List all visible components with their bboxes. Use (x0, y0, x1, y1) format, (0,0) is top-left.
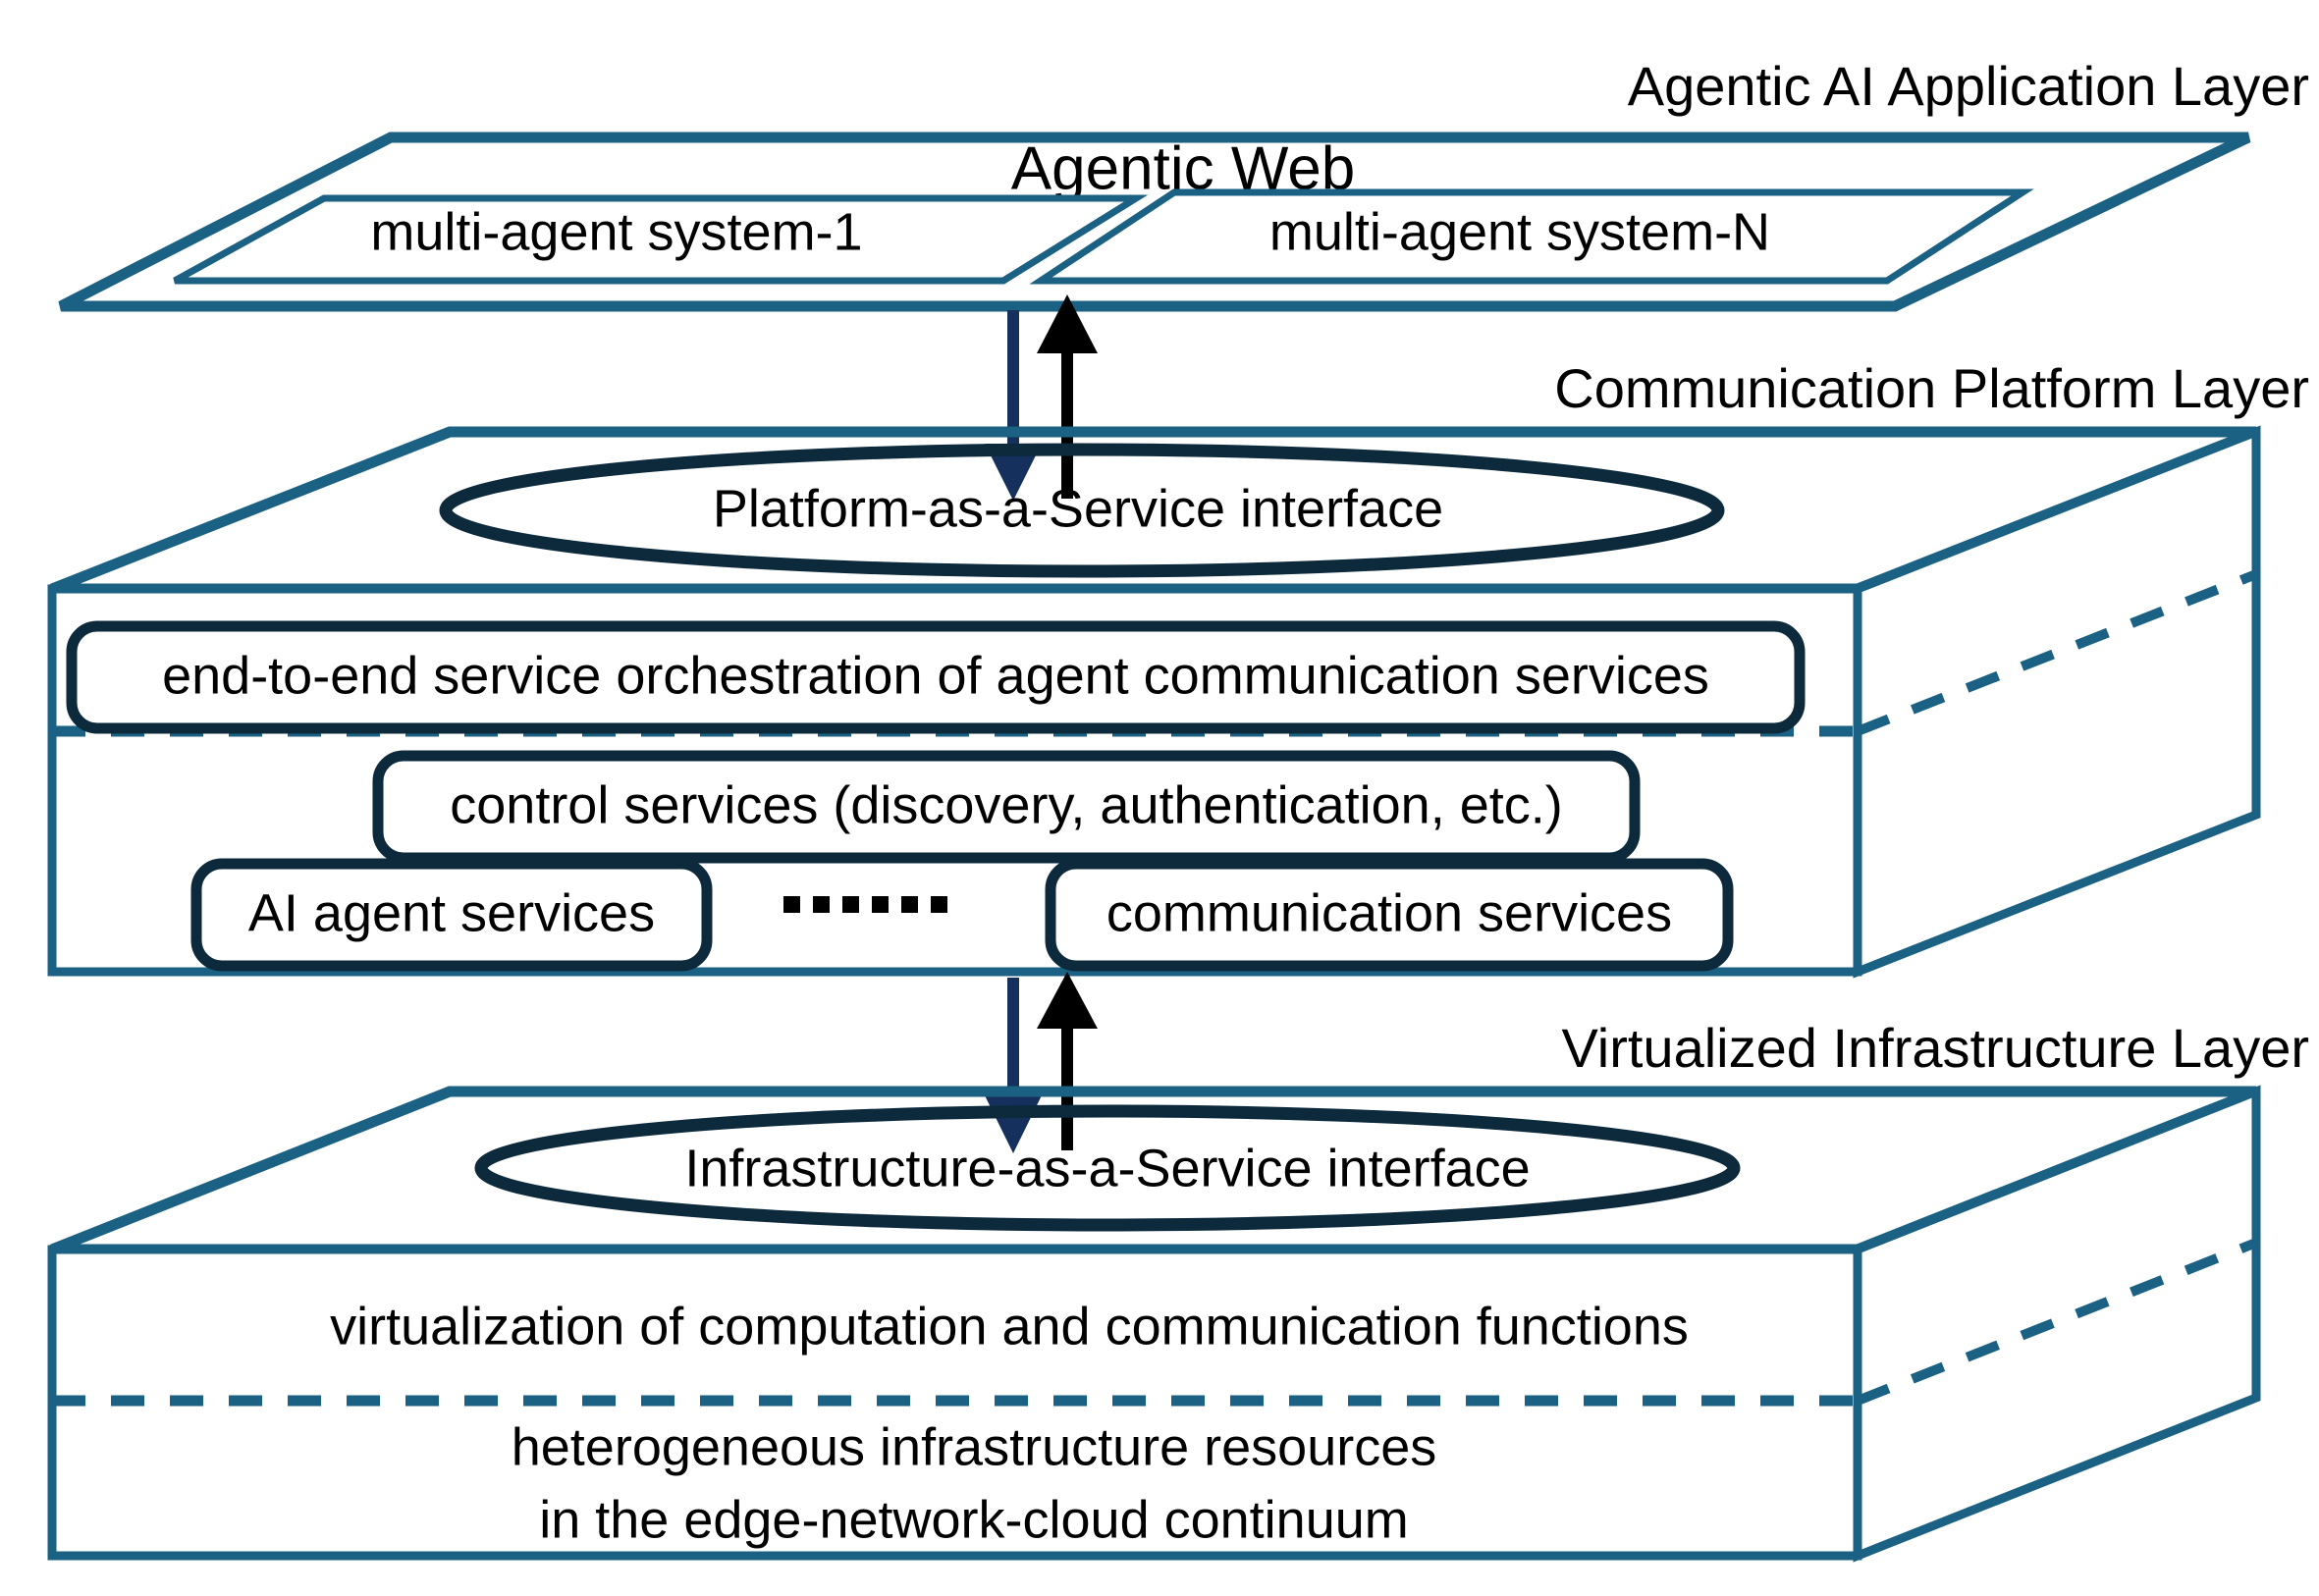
iaas-interface-label: Infrastructure-as-a-Service interface (684, 1139, 1530, 1197)
service-orchestration-label: end-to-end service orchestration of agen… (162, 646, 1709, 705)
ai-agent-services-box[interactable] (190, 858, 713, 972)
uplink-arrow-head-app (1037, 294, 1098, 353)
connector-app-to-platform (985, 294, 1098, 501)
application-layer-title: Agentic AI Application Layer (1628, 55, 2309, 117)
downlink-arrow-head-app (985, 444, 1042, 501)
ellipsis-dot (783, 896, 800, 913)
multi-agent-system-1-label: multi-agent system-1 (370, 202, 862, 261)
infrastructure-resources-line-2: in the edge-network-cloud continuum (539, 1490, 1409, 1549)
platform-side-divider (1856, 569, 2258, 736)
platform-layer-group: Communication Platform Layer Platform-as… (47, 357, 2309, 979)
services-ellipsis (783, 896, 947, 913)
multi-agent-system-n-label: multi-agent system-N (1269, 202, 1770, 261)
platform-layer-title: Communication Platform Layer (1554, 357, 2309, 419)
application-layer-group: Agentic AI Application Layer Agentic Web… (58, 55, 2309, 312)
multi-agent-system-n-plane (1029, 188, 2034, 285)
communication-services-box[interactable] (1045, 858, 1734, 972)
iaas-interface-ellipse (474, 1104, 1741, 1232)
agentic-web-plane (58, 132, 2251, 312)
ai-agent-services-label: AI agent services (248, 883, 655, 942)
ellipsis-dot (872, 896, 889, 913)
infrastructure-resources-line-1: heterogeneous infrastructure resources (512, 1417, 1437, 1476)
infrastructure-layer-title: Virtualized Infrastructure Layer (1561, 1017, 2309, 1079)
ellipsis-dot (931, 896, 947, 913)
ellipsis-dot (842, 896, 859, 913)
paas-interface-label: Platform-as-a-Service interface (713, 479, 1443, 538)
infrastructure-side-divider (1856, 1238, 2258, 1406)
control-services-label: control services (discovery, authenticat… (450, 775, 1562, 834)
uplink-arrow-head-infra (1037, 972, 1098, 1029)
platform-right-face (1853, 425, 2261, 979)
connector-platform-to-infra (985, 972, 1098, 1153)
multi-agent-system-1-plane (173, 194, 1149, 285)
virtualization-text: virtualization of computation and commun… (330, 1297, 1689, 1356)
control-services-box[interactable] (372, 750, 1641, 864)
infrastructure-right-face (1853, 1085, 2261, 1563)
infrastructure-layer-group: Virtualized Infrastructure Layer Infrast… (47, 1017, 2309, 1563)
communication-services-label: communication services (1106, 883, 1672, 942)
service-orchestration-box[interactable] (66, 620, 1806, 734)
ellipsis-dot (901, 896, 918, 913)
ellipsis-dot (813, 896, 830, 913)
paas-interface-ellipse (439, 443, 1725, 578)
